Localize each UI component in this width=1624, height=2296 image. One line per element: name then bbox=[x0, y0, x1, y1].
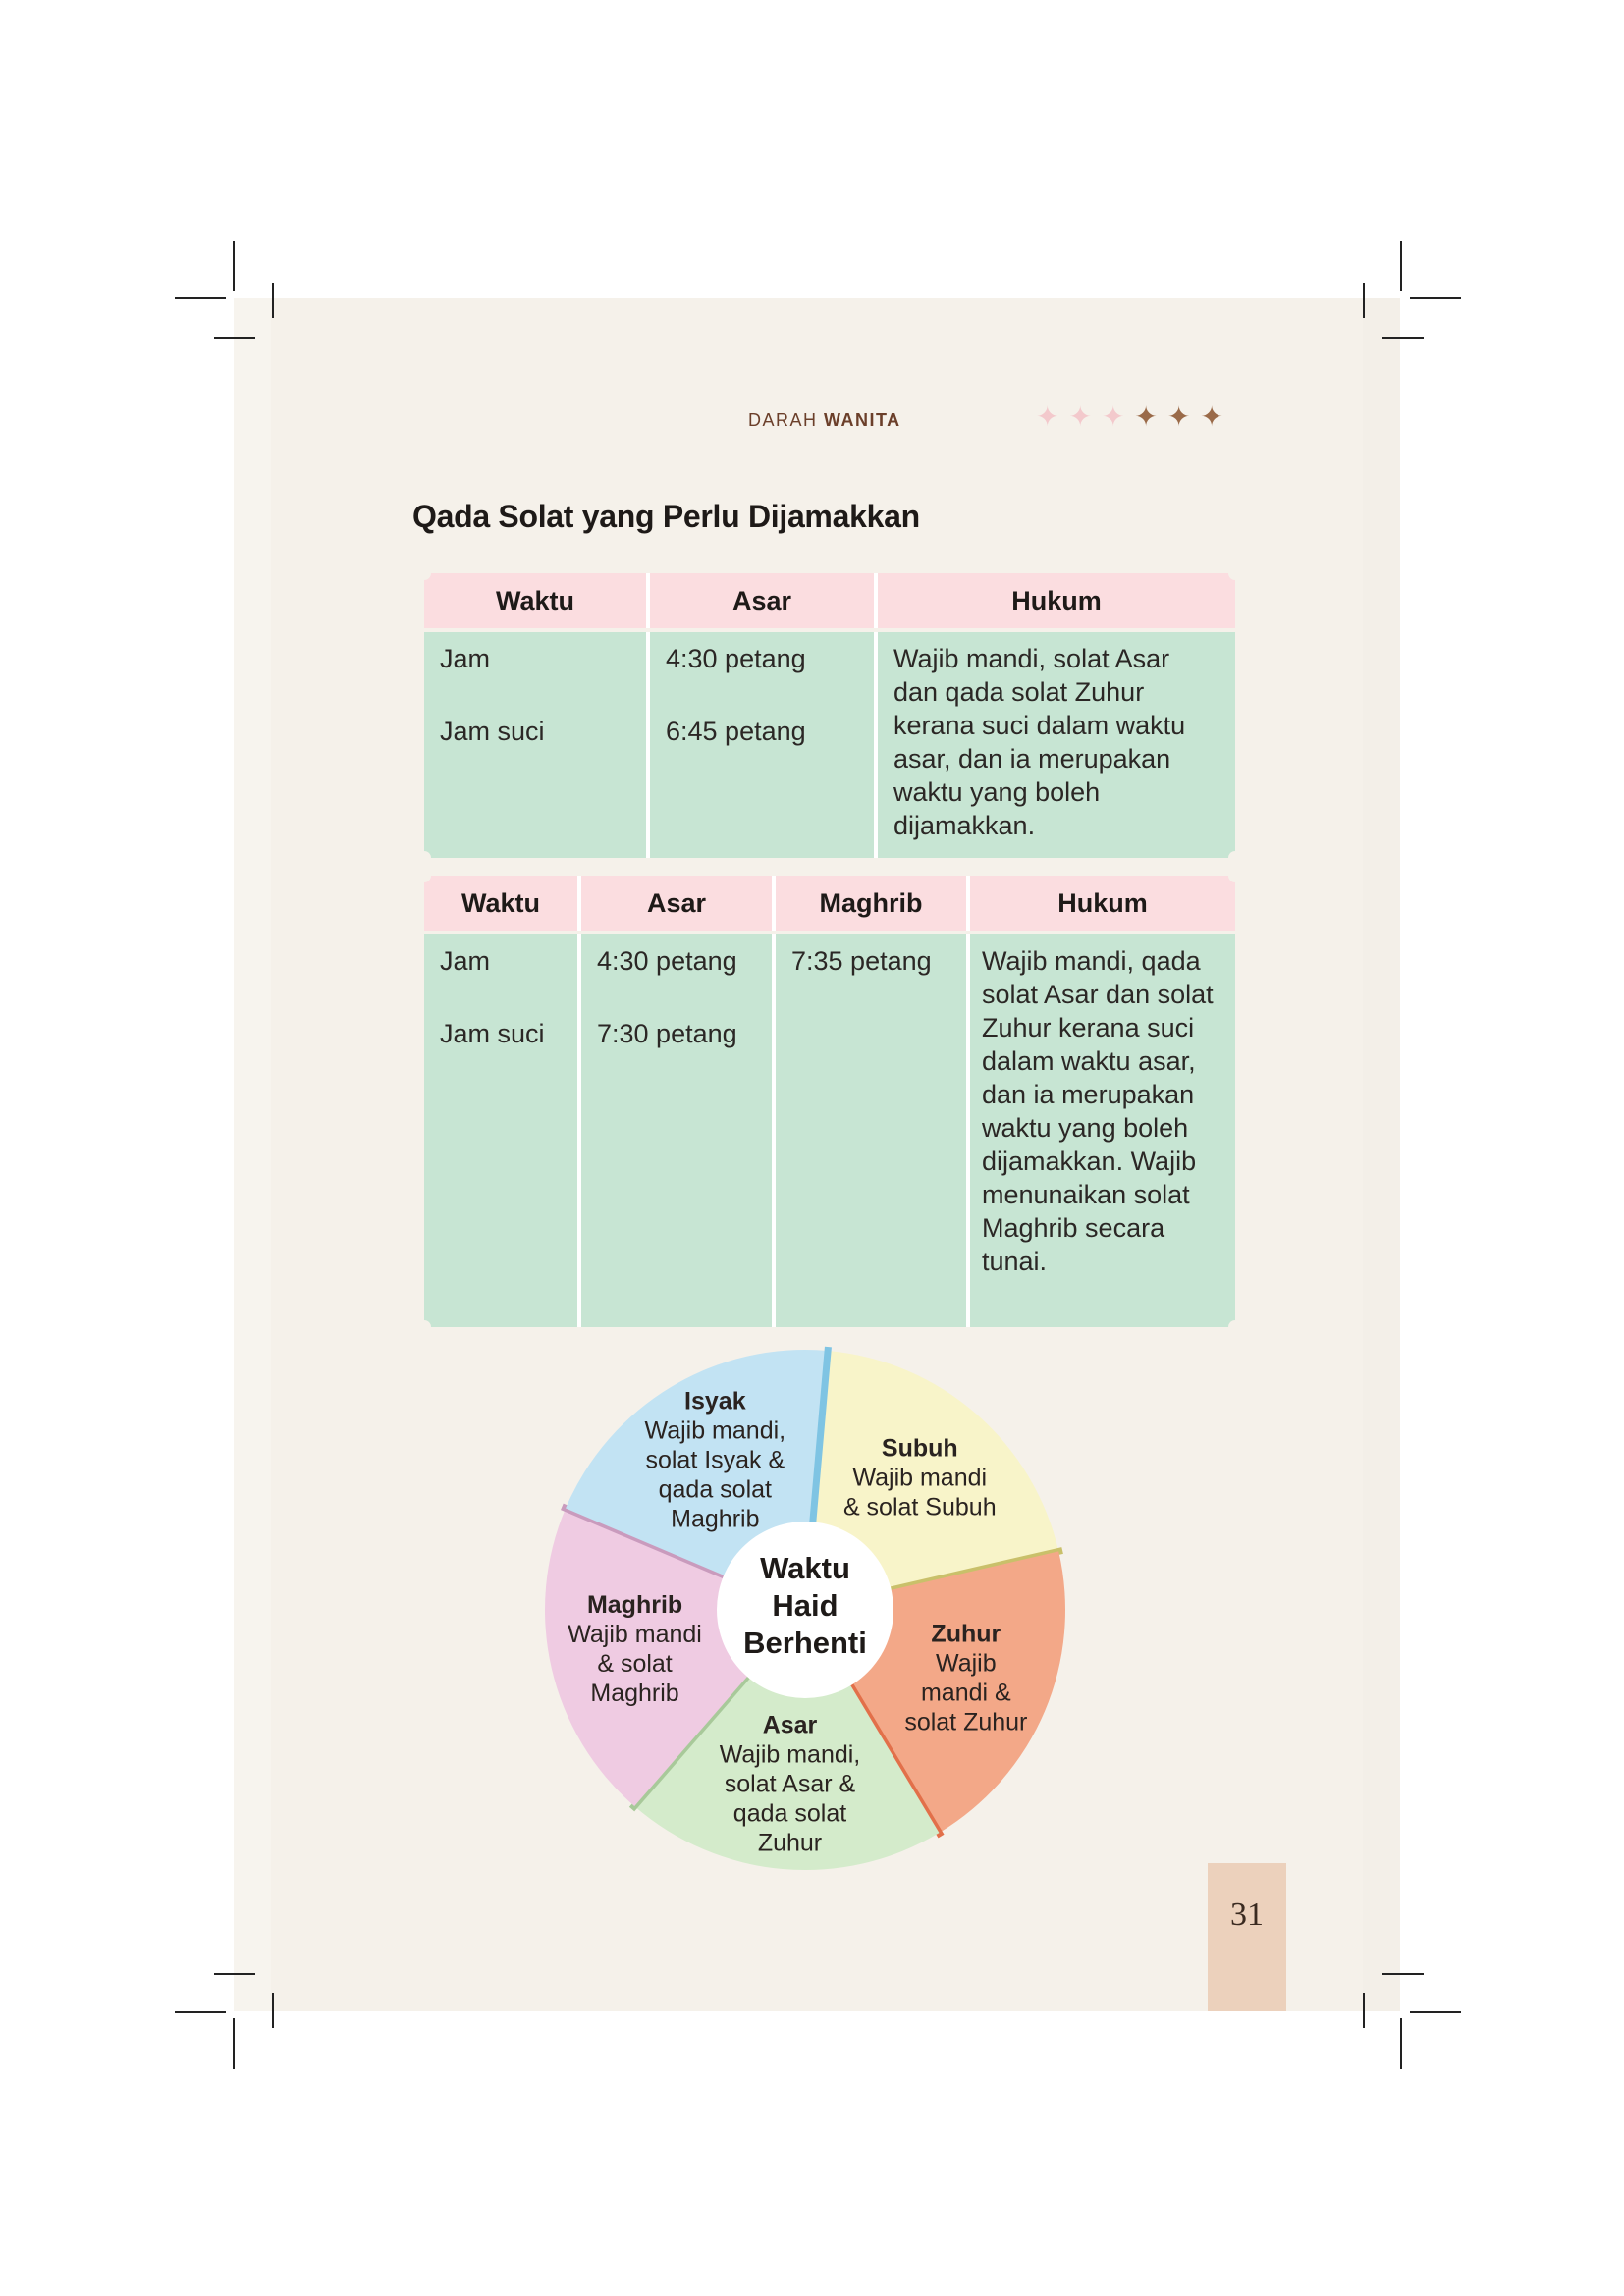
cell-text: Jam bbox=[440, 644, 491, 673]
cell-text: Jam suci bbox=[440, 1019, 545, 1048]
running-head: DARAH WANITA bbox=[748, 410, 901, 431]
table-1: Waktu Asar Hukum Jam Jam suci 4:30 petan… bbox=[417, 566, 1242, 865]
table-2-cell-maghrib: 7:35 petang bbox=[776, 934, 966, 1327]
wheel-segment-text: & solat bbox=[597, 1650, 672, 1678]
wheel-segment-text: qada solat bbox=[659, 1475, 772, 1503]
wheel-segment-title: Asar bbox=[763, 1711, 818, 1738]
page-margin-right bbox=[1363, 298, 1400, 2011]
wheel-segment-text: Wajib mandi, bbox=[720, 1740, 861, 1768]
page-margin-left bbox=[234, 298, 271, 2011]
wheel-segment-text: solat Zuhur bbox=[904, 1709, 1027, 1736]
wheel-center-label: Haid bbox=[772, 1588, 838, 1623]
wheel-segment-text: Wajib mandi bbox=[852, 1465, 987, 1492]
table-2-header-hukum: Hukum bbox=[970, 876, 1235, 931]
table-1-header-waktu: Waktu bbox=[424, 573, 646, 628]
wheel-segment-text: & solat Subuh bbox=[843, 1494, 997, 1522]
table-1-cell-waktu: Jam Jam suci bbox=[424, 632, 646, 858]
wheel-segment-text: solat Isyak & bbox=[645, 1446, 785, 1473]
table-2-cell-asar: 4:30 petang 7:30 petang bbox=[581, 934, 772, 1327]
page-number-tab bbox=[1208, 1863, 1286, 2011]
wheel-segment-text: Wajib mandi bbox=[568, 1621, 702, 1648]
wheel-segment-title: Isyak bbox=[684, 1387, 746, 1415]
wheel-segment-title: Zuhur bbox=[931, 1621, 1001, 1648]
wheel-segment-text: solat Asar & bbox=[725, 1770, 856, 1797]
wheel-center-label: Berhenti bbox=[743, 1626, 867, 1660]
section-title: Qada Solat yang Perlu Dijamakkan bbox=[412, 499, 920, 534]
cell-text: 6:45 petang bbox=[666, 717, 806, 746]
wheel-segment-subuh bbox=[805, 1351, 1059, 1610]
star-icon: ✦ bbox=[1134, 401, 1158, 432]
table-1-cell-asar: 4:30 petang 6:45 petang bbox=[650, 632, 874, 858]
wheel-segment-text: Zuhur bbox=[758, 1829, 822, 1856]
table-1-header-hukum: Hukum bbox=[878, 573, 1235, 628]
star-icon: ✦ bbox=[1200, 401, 1223, 432]
page-number: 31 bbox=[1230, 1896, 1264, 1933]
wheel-segment-title: Subuh bbox=[882, 1435, 958, 1463]
table-2-cell-waktu: Jam Jam suci bbox=[424, 934, 577, 1327]
table-2-header-waktu: Waktu bbox=[424, 876, 577, 931]
table-row: Jam Jam suci 4:30 petang 7:30 petang 7:3… bbox=[424, 934, 1235, 1327]
cell-text: Jam bbox=[440, 946, 491, 976]
running-head-bold: WANITA bbox=[824, 410, 901, 430]
cell-text: 4:30 petang bbox=[597, 946, 737, 976]
star-icon: ✦ bbox=[1036, 401, 1059, 432]
wheel-segment-text: Maghrib bbox=[671, 1505, 759, 1532]
wheel-segment-asar bbox=[634, 1610, 940, 1870]
star-icon: ✦ bbox=[1166, 401, 1191, 432]
table-2: Waktu Asar Maghrib Hukum Jam Jam suci 4:… bbox=[417, 869, 1242, 1334]
star-icon: ✦ bbox=[1101, 401, 1125, 432]
cell-text: 7:35 petang bbox=[791, 946, 932, 976]
wheel-segment-text: Maghrib bbox=[590, 1680, 678, 1707]
wheel-divider bbox=[809, 1346, 832, 1522]
table-row: Jam Jam suci 4:30 petang 6:45 petang Waj… bbox=[424, 632, 1235, 858]
table-2-cell-hukum: Wajib mandi, qada solat Asar dan solat Z… bbox=[970, 934, 1235, 1327]
table-2-header-asar: Asar bbox=[581, 876, 772, 931]
table-1-header-asar: Asar bbox=[650, 573, 874, 628]
wheel-segment-text: qada solat bbox=[733, 1799, 846, 1827]
star-icon: ✦ bbox=[1068, 401, 1092, 432]
table-1-cell-hukum: Wajib mandi, solat Asar dan qada solat Z… bbox=[878, 632, 1235, 858]
running-head-light: DARAH bbox=[748, 410, 818, 430]
wheel-center-label: Waktu bbox=[760, 1551, 850, 1585]
table-2-header-maghrib: Maghrib bbox=[776, 876, 966, 931]
cell-text: Jam suci bbox=[440, 717, 545, 746]
table-2-header-row: Waktu Asar Maghrib Hukum bbox=[424, 876, 1235, 931]
wheel-segment-text: Wajib bbox=[936, 1650, 997, 1678]
star-ornament-row: ✦ ✦ ✦ ✦ ✦ ✦ bbox=[1036, 402, 1223, 432]
cell-text: 4:30 petang bbox=[666, 644, 806, 673]
table-1-header-row: Waktu Asar Hukum bbox=[424, 573, 1235, 628]
cell-text: 7:30 petang bbox=[597, 1019, 737, 1048]
wheel-segment-title: Maghrib bbox=[587, 1591, 682, 1619]
wheel-divider bbox=[890, 1547, 1063, 1594]
wheel-center-circle bbox=[717, 1522, 893, 1698]
wheel-segment-text: mandi & bbox=[921, 1680, 1011, 1707]
wheel-segment-text: Wajib mandi, bbox=[645, 1416, 786, 1444]
